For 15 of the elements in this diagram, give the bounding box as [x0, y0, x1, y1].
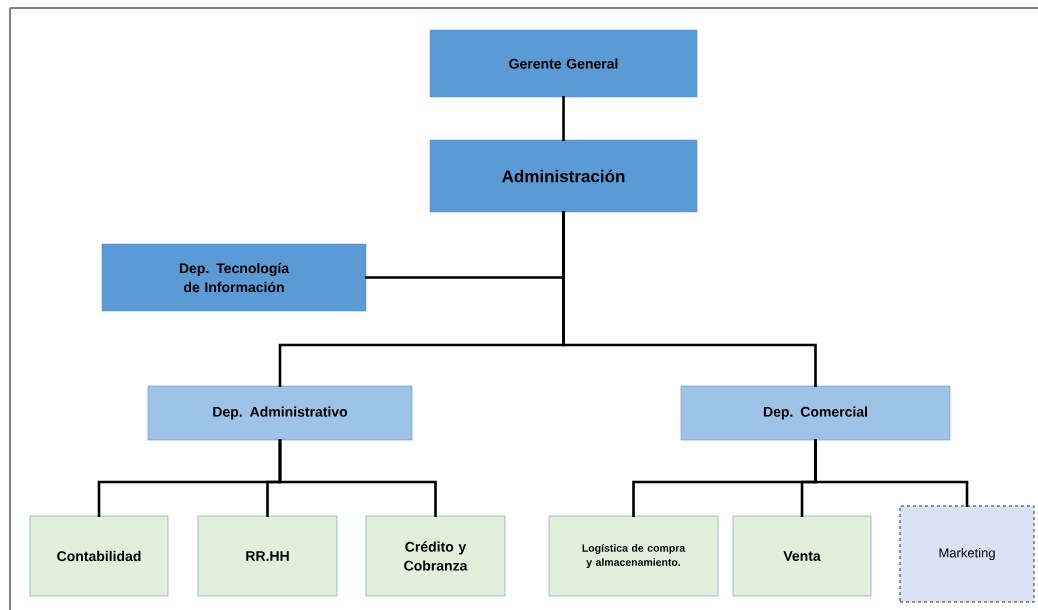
position-box: Dep. Administrativo: [147, 385, 413, 441]
position-box: Contabilidad: [29, 515, 169, 597]
position-box: RR.HH: [197, 515, 338, 597]
position-box: Crédito y Cobranza: [365, 515, 506, 597]
position-box: Dep. Tecnología de Información: [101, 243, 367, 312]
connector-line: [562, 211, 817, 387]
position-box: Administración: [429, 139, 698, 213]
connector-line: [278, 439, 437, 517]
position-box: Logística de compra y almacenamiento.: [548, 515, 719, 597]
position-box: Gerente General: [429, 29, 698, 98]
position-box: Dep. Comercial: [680, 385, 951, 441]
position-box: Marketing: [899, 505, 1035, 603]
connector-line: [562, 96, 565, 141]
connector-line: [814, 439, 969, 507]
position-box: Venta: [732, 515, 872, 597]
